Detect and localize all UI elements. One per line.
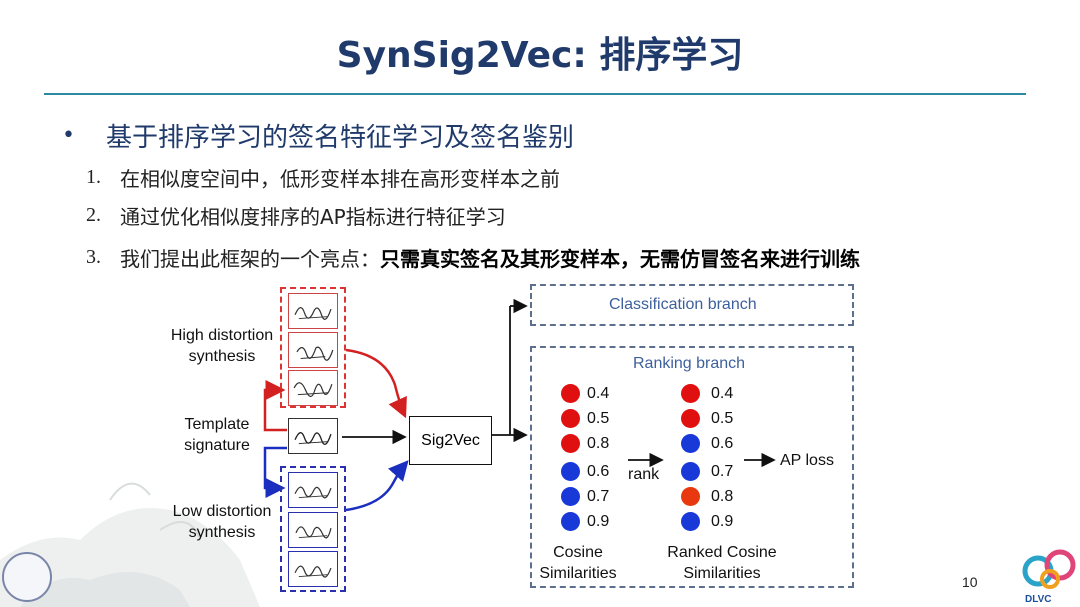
- similarity-value: 0.7: [587, 488, 610, 505]
- item-text: 在相似度空间中，低形变样本排在高形变样本之前: [120, 167, 560, 191]
- bullet-icon: •: [62, 123, 75, 148]
- list-item: 2. 通过优化相似度排序的AP指标进行特征学习: [86, 201, 506, 230]
- ranked-similarity-value: 0.4: [711, 385, 734, 402]
- cosine-similarities-label: Cosine Similarities: [530, 544, 626, 583]
- high-distortion-label-line1: High distortion: [170, 327, 274, 344]
- bullet-text: 基于排序学习的签名特征学习及签名鉴别: [106, 123, 575, 153]
- ranked-similarity-value: 0.8: [711, 488, 734, 505]
- title-divider: [44, 93, 1026, 95]
- item-number: 1.: [86, 166, 101, 188]
- ranked-similarity-dot: [681, 512, 700, 531]
- ranked-similarity-dot: [681, 384, 700, 403]
- ranked-similarity-dot: [681, 462, 700, 481]
- blue-bracket-arrow: [263, 446, 287, 498]
- high-distortion-group: [280, 287, 346, 408]
- similarity-dot: [561, 512, 580, 531]
- rank-label: rank: [628, 466, 660, 483]
- ranked-similarity-dot: [681, 434, 700, 453]
- dlvc-logo-icon: [1022, 549, 1076, 589]
- lotus-decoration: [0, 482, 260, 607]
- item-number: 3.: [86, 246, 101, 268]
- ranked-cosine-label: Ranked Cosine Similarities: [654, 544, 790, 583]
- page-title: SynSig2Vec: 排序学习: [336, 35, 744, 76]
- item-text: 通过优化相似度排序的AP指标进行特征学习: [120, 205, 506, 229]
- template-label-line1: Template: [184, 416, 250, 433]
- list-item: 3. 我们提出此框架的一个亮点： 只需真实签名及其形变样本，无需仿冒签名来进行训…: [86, 243, 860, 272]
- ranked-similarity-dot: [681, 487, 700, 506]
- similarity-dot: [561, 434, 580, 453]
- sig2vec-box: Sig2Vec: [409, 416, 492, 465]
- similarity-value: 0.8: [587, 435, 610, 452]
- similarity-value: 0.5: [587, 410, 610, 427]
- ranked-cosine-label-line2: Similarities: [683, 565, 761, 582]
- similarity-value: 0.9: [587, 513, 610, 530]
- similarity-value: 0.4: [587, 385, 610, 402]
- ranking-branch: [530, 346, 854, 588]
- high-distortion-signature: [288, 370, 338, 406]
- high-distortion-signature: [288, 332, 338, 368]
- list-item: 1. 在相似度空间中，低形变样本排在高形变样本之前: [86, 163, 560, 192]
- template-label-line2: signature: [184, 437, 250, 454]
- low-distortion-signature: [288, 512, 338, 548]
- ranked-similarity-value: 0.7: [711, 463, 734, 480]
- university-seal-icon: [2, 552, 52, 602]
- ranked-similarity-value: 0.5: [711, 410, 734, 427]
- cosine-label-line1: Cosine: [553, 544, 603, 561]
- ranked-cosine-label-line1: Ranked Cosine: [667, 544, 777, 561]
- item-number: 2.: [86, 204, 101, 226]
- high-distortion-label: High distortion synthesis: [164, 327, 280, 366]
- similarity-dot: [561, 384, 580, 403]
- item-text: 我们提出此框架的一个亮点：: [120, 247, 380, 271]
- similarity-dot: [561, 409, 580, 428]
- low-distortion-label: Low distortion synthesis: [164, 503, 280, 542]
- low-distortion-label-line2: synthesis: [188, 524, 256, 541]
- similarity-value: 0.6: [587, 463, 610, 480]
- logo-text: DLVC: [1025, 594, 1052, 605]
- red-bracket-arrow: [263, 380, 287, 432]
- ranking-branch-label: Ranking branch: [633, 355, 746, 372]
- low-distortion-signature: [288, 551, 338, 587]
- classification-branch-label: Classification branch: [609, 296, 757, 313]
- classification-branch: [530, 284, 854, 326]
- template-label: Template signature: [170, 416, 264, 455]
- ranked-similarity-value: 0.6: [711, 435, 734, 452]
- high-distortion-signature: [288, 293, 338, 329]
- item-highlight: 只需真实签名及其形变样本，无需仿冒签名来进行训练: [380, 247, 860, 271]
- ranked-similarity-dot: [681, 409, 700, 428]
- template-signature: [288, 418, 338, 454]
- high-distortion-label-line2: synthesis: [188, 348, 256, 365]
- similarity-dot: [561, 462, 580, 481]
- similarity-dot: [561, 487, 580, 506]
- ap-loss-label: AP loss: [780, 452, 834, 469]
- page-number: 10: [962, 574, 978, 590]
- low-distortion-group: [280, 466, 346, 592]
- main-bullet: • 基于排序学习的签名特征学习及签名鉴别: [62, 117, 574, 154]
- low-distortion-label-line1: Low distortion: [172, 503, 272, 520]
- high-to-sig2vec-arrow: [345, 348, 407, 419]
- low-distortion-signature: [288, 472, 338, 508]
- low-to-sig2vec-arrow: [345, 460, 409, 512]
- ranked-similarity-value: 0.9: [711, 513, 734, 530]
- cosine-label-line2: Similarities: [539, 565, 617, 582]
